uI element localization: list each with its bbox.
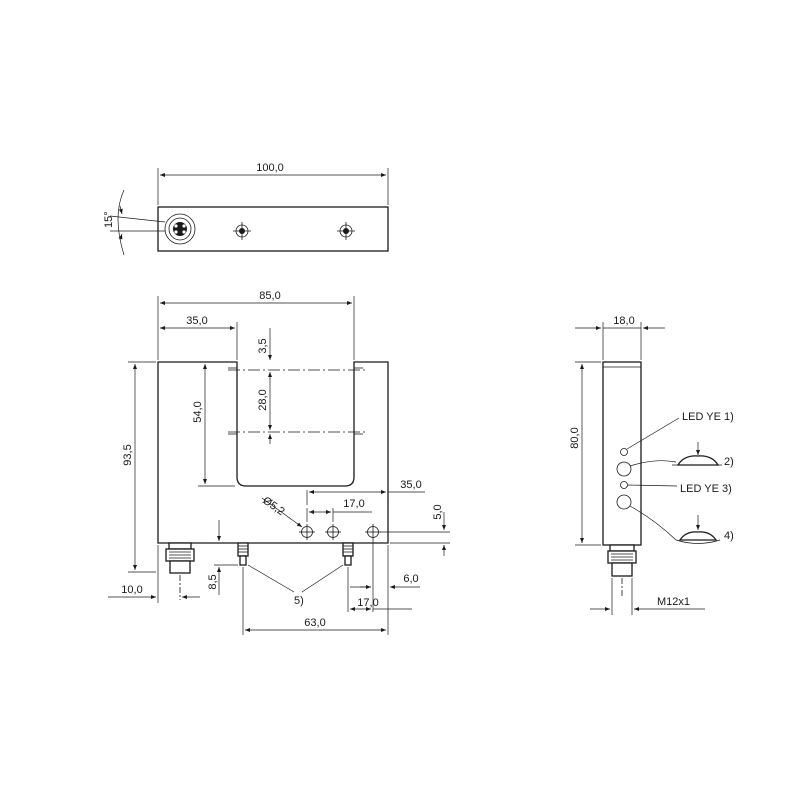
led-1-icon xyxy=(620,448,628,456)
push-button-icon xyxy=(675,515,721,544)
front-view: 85,0 35,0 3,5 28,0 54,0 93,5 xyxy=(108,290,450,635)
side-view-body xyxy=(602,361,642,546)
teach-button-icon xyxy=(616,494,632,510)
dim-100-label: 100,0 xyxy=(256,162,284,174)
side-view: 18,0 80,0 LED YE 1) 2) LED YE 3) 4) xyxy=(569,315,734,615)
led-3-icon xyxy=(620,481,628,489)
dim-93-5-label: 93,5 xyxy=(122,444,134,465)
dim-35-right-label: 35,0 xyxy=(400,479,421,491)
led-3-label: LED YE 3) xyxy=(680,483,732,495)
label-4: 4) xyxy=(724,530,734,542)
mounting-hole-icon xyxy=(365,524,381,540)
dim-8-5-label: 8,5 xyxy=(207,574,219,589)
fork-body xyxy=(157,361,389,544)
dim-17-top-label: 17,0 xyxy=(343,498,364,510)
stud-icon xyxy=(342,542,354,566)
callout-5-label: 5) xyxy=(294,595,304,607)
dim-35-label: 35,0 xyxy=(186,315,207,327)
mounting-hole-icon xyxy=(299,524,315,540)
angle-arc xyxy=(117,189,125,256)
top-view-body xyxy=(157,206,389,252)
dim-54-label: 54,0 xyxy=(192,401,204,422)
screw-icon xyxy=(337,222,355,240)
dim-63-label: 63,0 xyxy=(304,617,325,629)
dim-18-label: 18,0 xyxy=(613,315,634,327)
label-2: 2) xyxy=(724,456,734,468)
top-view: 100,0 15° xyxy=(103,162,389,256)
dim-10-label: 10,0 xyxy=(121,584,142,596)
dim-5-label: 5,0 xyxy=(432,504,444,519)
thread-label: M12x1 xyxy=(657,596,690,608)
angle-label: 15° xyxy=(103,211,115,228)
dim-85-label: 85,0 xyxy=(259,290,280,302)
led-1-label: LED YE 1) xyxy=(682,411,734,423)
m12-connector-icon xyxy=(164,213,196,245)
teach-button-icon xyxy=(616,461,632,477)
m12-connector-icon xyxy=(607,544,637,598)
dim-6-label: 6,0 xyxy=(403,573,418,585)
push-button-icon xyxy=(672,442,722,466)
dim-17-bottom-label: 17,0 xyxy=(357,597,378,609)
dim-28-label: 28,0 xyxy=(257,389,269,410)
dim-3-5-label: 3,5 xyxy=(257,338,269,353)
dim-80-label: 80,0 xyxy=(569,427,581,448)
stud-icon xyxy=(237,542,249,566)
mounting-hole-icon xyxy=(325,524,341,540)
m12-connector-icon xyxy=(165,542,195,600)
screw-icon xyxy=(233,222,251,240)
